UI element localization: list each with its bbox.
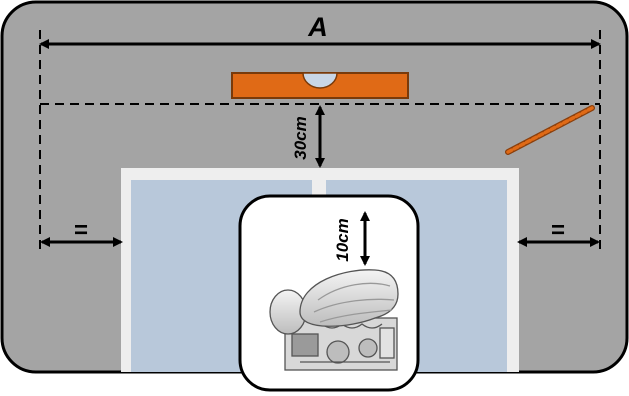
clearance-top-label: 30cm [291,116,310,159]
spirit-level-icon [231,72,409,99]
equal-right-label: = [551,217,565,244]
dashed-guides [39,30,601,252]
drill-bit-icon [505,105,595,155]
air-conditioner-unit-icon [269,269,399,371]
unit-detail-callout: 10cm [238,194,420,392]
clearance-unit-label: 10cm [333,218,352,261]
width-label: A [307,12,328,42]
equal-left-label: = [74,217,88,244]
